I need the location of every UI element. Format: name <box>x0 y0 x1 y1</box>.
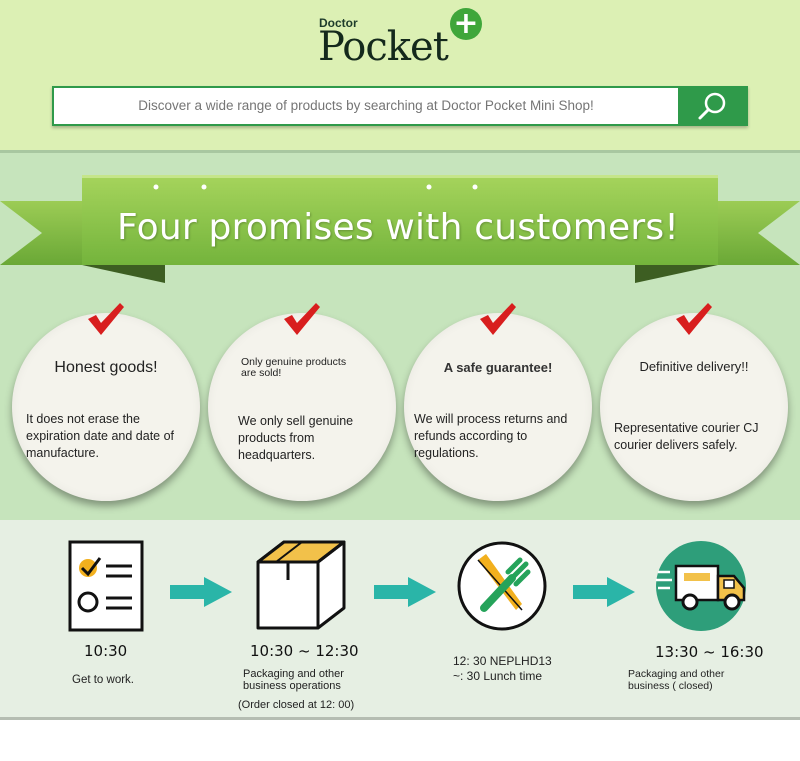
schedule-note: (Order closed at 12: 00) <box>238 699 355 711</box>
promise-title: Honest goods! <box>54 359 158 376</box>
promise-body: It does not erase the expiration date an… <box>26 412 175 460</box>
checkmark-icon <box>88 303 124 335</box>
plus-icon: + <box>450 8 482 40</box>
promise-body: We will process returns and refunds acco… <box>414 412 568 460</box>
checklist-icon <box>68 540 144 632</box>
schedule-section: 10:30 Get to work. 10:30 ~ 12:30 Packagi… <box>0 520 800 720</box>
doctor-pocket-logo[interactable]: Doctor Pocket + <box>318 8 488 70</box>
box-icon <box>256 540 346 630</box>
schedule-desc: 12: 30 NEPLHD13 ~: 30 Lunch time <box>453 654 552 684</box>
banner-title: Four promises with customers! <box>117 207 679 248</box>
arrow-right-icon <box>170 577 232 607</box>
search-bar <box>52 86 748 126</box>
arrow-right-icon <box>573 577 635 607</box>
checkmark-icon <box>284 303 320 335</box>
schedule-time: 10:30 <box>84 642 128 660</box>
ribbon-banner <box>0 175 800 283</box>
schedule-desc: Packaging and other business ( closed) <box>628 668 725 692</box>
utensils-icon <box>457 541 547 631</box>
logo-big-text: Pocket <box>318 24 449 70</box>
checkmark-icon <box>480 303 516 335</box>
promise-body: We only sell genuine products from headq… <box>238 414 354 462</box>
logo-small-text: Doctor <box>319 16 358 30</box>
search-button[interactable] <box>678 88 746 124</box>
schedule-desc: Packaging and other business operations <box>243 668 344 692</box>
schedule-desc-line1: 12: 30 NEPLHD13 <box>453 654 552 668</box>
schedule-time: 13:30 ~ 16:30 <box>655 643 764 661</box>
promise-body: Representative courier CJ courier delive… <box>614 421 759 452</box>
promise-card-4: Definitive delivery!! Representative cou… <box>600 303 788 501</box>
search-input[interactable] <box>54 88 678 124</box>
promises-section: Four promises with customers! Honest goo… <box>0 150 800 520</box>
schedule-desc: Get to work. <box>72 674 134 686</box>
promise-card-3: A safe guarantee! We will process return… <box>404 303 592 501</box>
header: Doctor Pocket + <box>0 0 800 150</box>
promise-title: Only genuine products are sold! <box>241 356 347 379</box>
checkmark-icon <box>676 303 712 335</box>
schedule-desc-line2: ~: 30 Lunch time <box>453 669 543 683</box>
promise-title: Definitive delivery!! <box>639 359 749 374</box>
magnifier-icon <box>698 92 726 120</box>
truck-icon <box>656 541 746 631</box>
schedule-time: 10:30 ~ 12:30 <box>250 642 359 660</box>
promise-card-2: Only genuine products are sold! We only … <box>208 303 396 501</box>
promise-card-1: Honest goods! It does not erase the expi… <box>12 303 200 501</box>
arrow-right-icon <box>374 577 436 607</box>
promise-title: A safe guarantee! <box>443 360 553 375</box>
